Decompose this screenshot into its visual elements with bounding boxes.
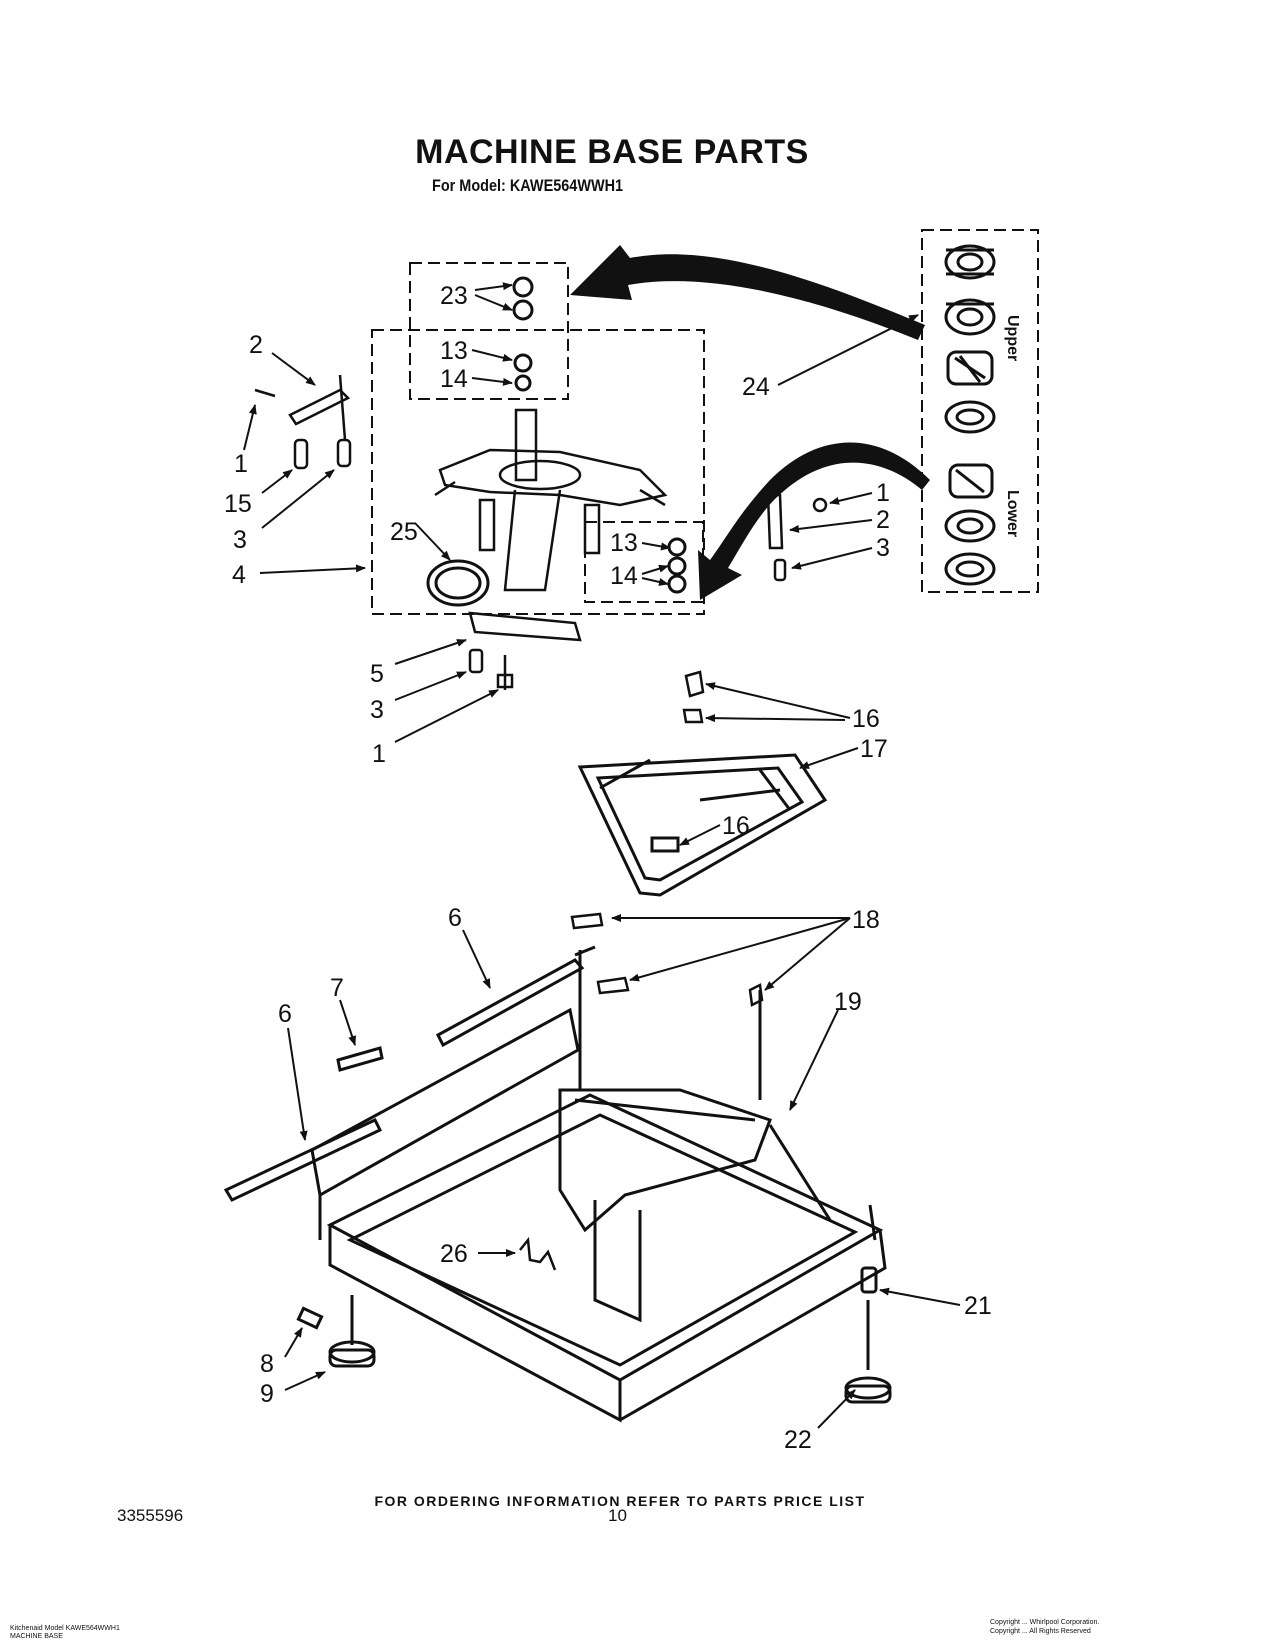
upper-bearing-3 (946, 350, 994, 386)
platform-clips (682, 670, 705, 724)
transmission-box (371, 329, 705, 615)
bearing-stack-upper (512, 276, 534, 392)
footer-left-line-1: Kitchenaid Model KAWE564WWH1 (10, 1625, 120, 1632)
upper-bearing-4 (944, 400, 996, 434)
page-number: 10 (608, 1506, 627, 1525)
spring-26 (519, 1236, 557, 1271)
callout-23: 23 (440, 282, 468, 310)
callout-13-lower: 13 (610, 529, 638, 557)
callout-2-left: 2 (249, 331, 263, 359)
callout-18: 18 (852, 906, 880, 934)
callout-24: 24 (742, 373, 770, 401)
callout-8: 8 (260, 1350, 274, 1378)
callout-6-upper: 6 (448, 904, 462, 932)
footer-left-line-2: MACHINE BASE (10, 1633, 63, 1640)
page-title: MACHINE BASE PARTS (415, 133, 809, 171)
upper-bearing-2 (944, 298, 996, 336)
bearing-box-lower (584, 521, 704, 603)
leveling-feet (296, 1266, 892, 1404)
callout-15: 15 (224, 490, 252, 518)
callout-numbers: 23 13 14 2 1 15 3 25 4 13 14 24 1 2 3 5 … (224, 282, 992, 1454)
callout-3-left: 3 (233, 526, 247, 554)
callout-25: 25 (390, 518, 418, 546)
callout-16-lower: 16 (722, 812, 750, 840)
callout-7: 7 (330, 974, 344, 1002)
seal-ring (426, 559, 490, 607)
bearing-kit-inset (921, 229, 1039, 593)
footer-left: Kitchenaid Model KAWE564WWH1 MACHINE BAS… (10, 1625, 120, 1641)
callout-3-right: 3 (876, 534, 890, 562)
document-number: 3355596 (117, 1506, 184, 1525)
callout-13-upper: 13 (440, 337, 468, 365)
bearing-stack-lower (667, 537, 687, 594)
lower-bracket-parts (468, 611, 582, 690)
upper-label: Upper (1004, 315, 1021, 361)
upper-bearing-1 (944, 244, 996, 280)
callout-6-lower: 6 (278, 1000, 292, 1028)
callout-21: 21 (964, 1292, 992, 1320)
callout-14-lower: 14 (610, 562, 638, 590)
callout-9: 9 (260, 1380, 274, 1408)
machine-base-frame (310, 950, 887, 1423)
lower-bearing-1 (948, 463, 994, 499)
lower-label: Lower (1004, 490, 1021, 537)
lower-kit-arrow (698, 442, 930, 600)
footer-copyright: Copyright ... Whirlpool Corporation. Cop… (990, 1618, 1099, 1636)
callout-3-lower: 3 (370, 696, 384, 724)
callout-22: 22 (784, 1426, 812, 1454)
left-bracket-parts (254, 374, 352, 470)
callout-1-lower: 1 (372, 740, 386, 768)
lower-bearing-2 (944, 509, 996, 543)
callout-1-right: 1 (876, 479, 890, 507)
model-subtitle: For Model: KAWE564WWH1 (432, 176, 624, 195)
callout-17: 17 (860, 735, 888, 763)
frame-clips (570, 912, 764, 1007)
callout-14-upper: 14 (440, 365, 468, 393)
callout-19: 19 (834, 988, 862, 1016)
callout-16-upper: 16 (852, 705, 880, 733)
bearing-kit-parts (944, 244, 996, 586)
suspension-platform (577, 753, 828, 897)
callout-4: 4 (232, 561, 246, 589)
upper-kit-arrow (570, 245, 925, 340)
bearing-box-upper (409, 262, 569, 400)
support-rails (223, 945, 596, 1202)
footer-right-line-1: Copyright ... Whirlpool Corporation. (990, 1619, 1100, 1626)
lower-bearing-3 (944, 552, 996, 586)
callout-1-left: 1 (234, 450, 248, 478)
callout-leaders (243, 282, 961, 1429)
callout-2-right: 2 (876, 506, 890, 534)
transmission-assembly (434, 408, 668, 592)
footer-right-line-2: Copyright ... All Rights Reserved (990, 1628, 1091, 1635)
ordering-note: FOR ORDERING INFORMATION REFER TO PARTS … (374, 1493, 866, 1509)
callout-26: 26 (440, 1240, 468, 1268)
callout-5: 5 (370, 660, 384, 688)
dashed-group-boxes (371, 229, 1039, 615)
right-bracket-parts (766, 493, 828, 582)
